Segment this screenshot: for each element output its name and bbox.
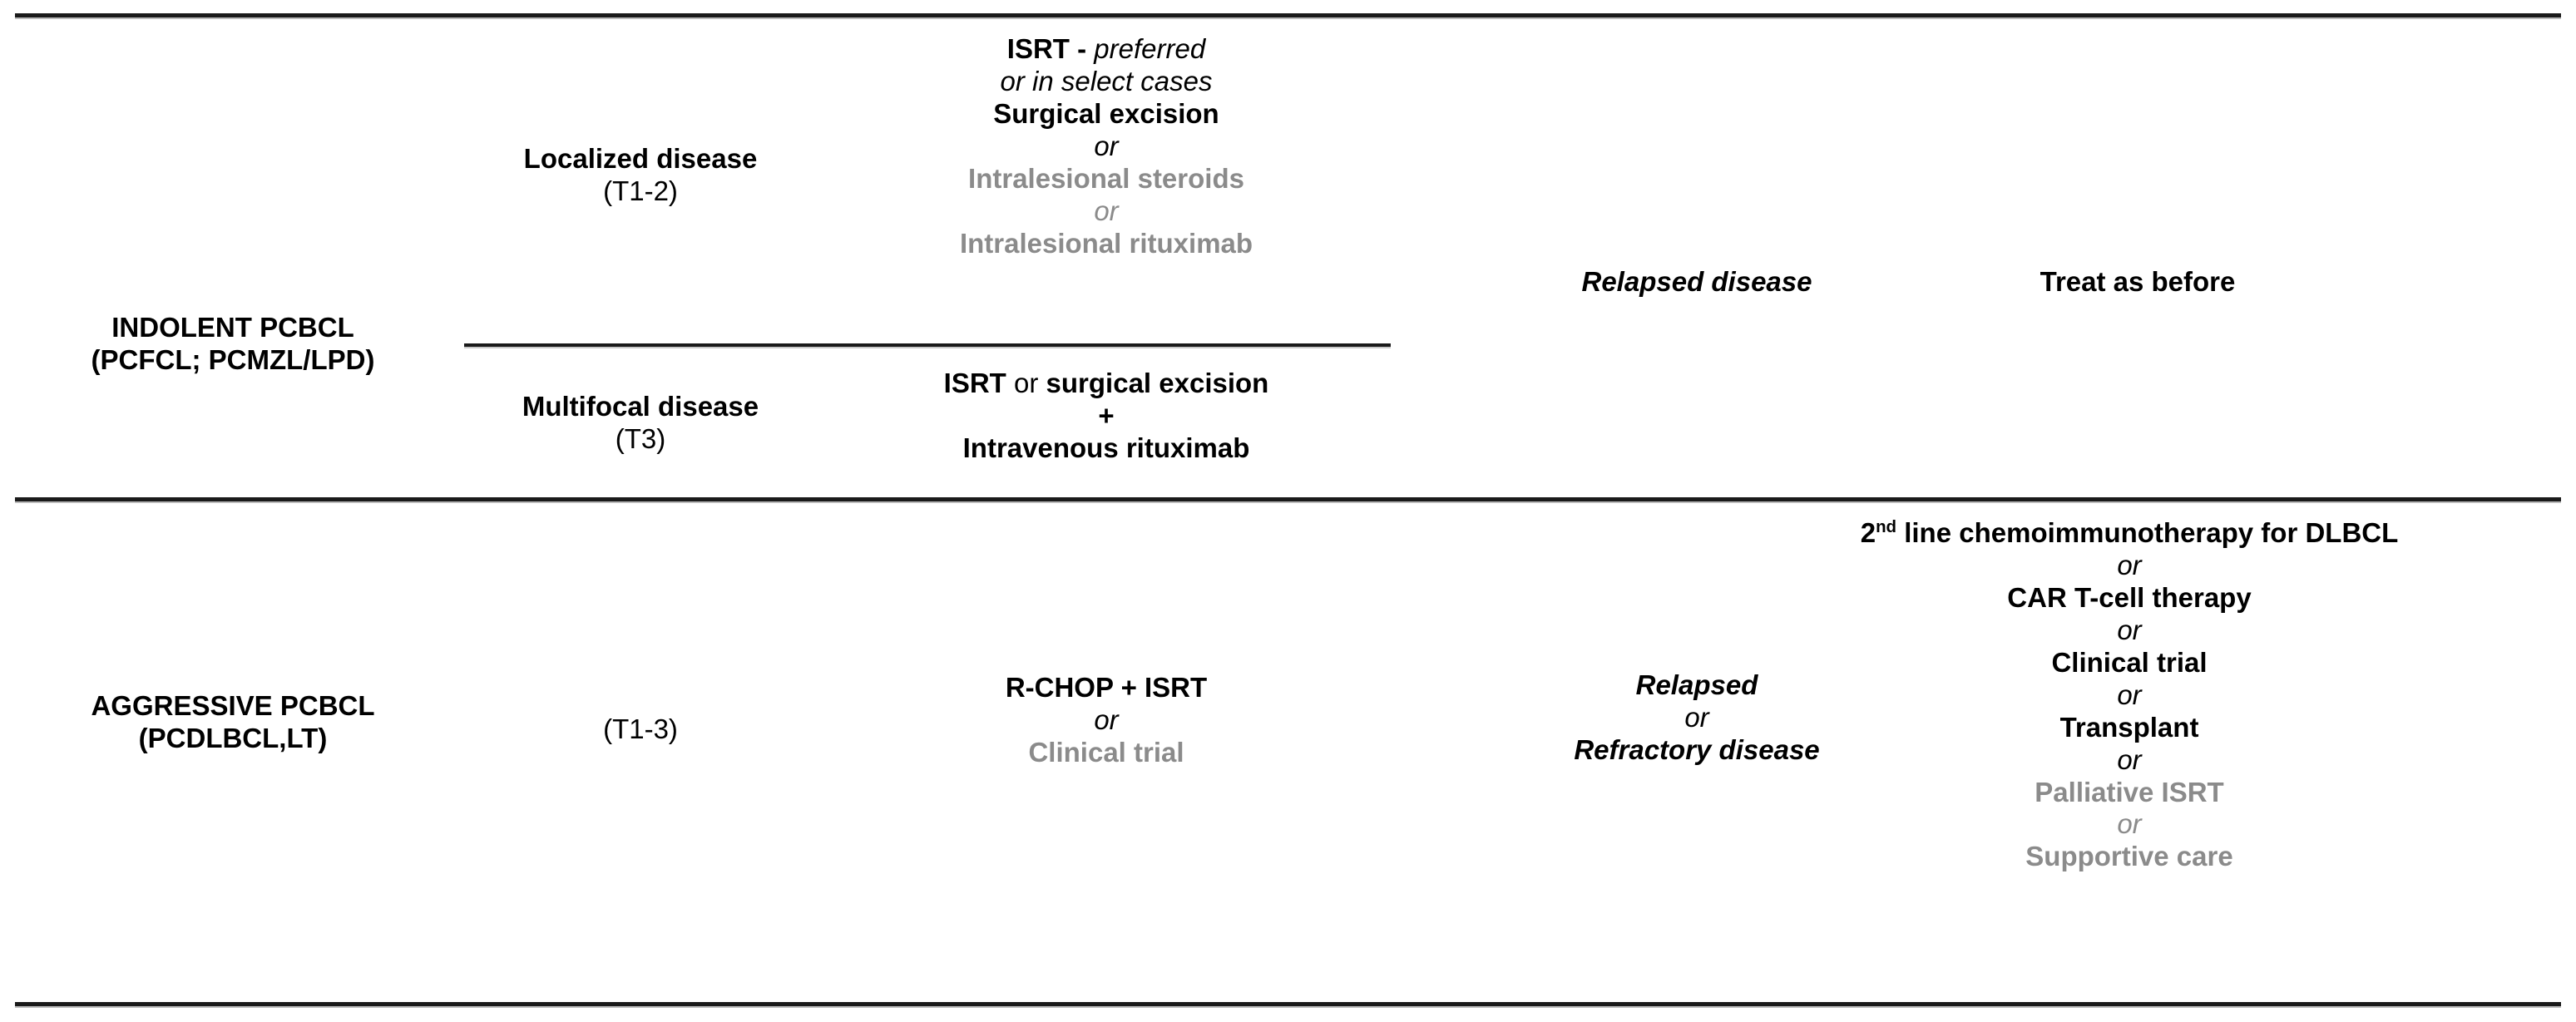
treatment-line-alt: surgical excision <box>1046 368 1269 398</box>
treatment-aggressive: R-CHOP + ISRT or Clinical trial <box>819 672 1393 769</box>
salvage-line-second-line-chemo: 2nd line chemoimmunotherapy for DLBCL <box>1730 517 2529 550</box>
relapse-line: Refractory disease <box>1574 733 1820 765</box>
entity-name: AGGRESSIVE PCBCL <box>91 690 375 721</box>
stage-tnm: (T1-2) <box>603 175 678 206</box>
entity-subtypes: (PCDLBCL,LT) <box>138 722 328 753</box>
entity-label-indolent: INDOLENT PCBCL (PCFCL; PCMZL/LPD) <box>8 312 457 377</box>
table-top-border <box>15 12 2561 17</box>
treatment-line: Intralesional steroids <box>968 162 1244 194</box>
salvage-connector-or: or <box>2117 614 2142 645</box>
treatment-localized-indolent: ISRT - preferred or in select cases Surg… <box>819 33 1393 260</box>
treatment-line-main: ISRT <box>943 368 1006 398</box>
salvage-line: Palliative ISRT <box>2035 776 2224 807</box>
treatment-line: R-CHOP + ISRT <box>1005 672 1208 703</box>
treatment-connector-or: or <box>1094 130 1119 161</box>
treatment-line-main: ISRT - <box>1006 33 1087 64</box>
stage-aggressive: (T1-3) <box>466 713 815 746</box>
relapse-status-indolent: Relapsed disease <box>1406 266 1988 299</box>
salvage-connector-or: or <box>2117 549 2142 580</box>
indolent-subrow-divider <box>464 343 1391 347</box>
entity-label-aggressive: AGGRESSIVE PCBCL (PCDLBCL,LT) <box>8 690 457 755</box>
treatment-connector-or: or <box>1094 704 1119 735</box>
stage-tnm: (T3) <box>615 422 666 454</box>
treatment-connector-plus: + <box>1098 399 1115 431</box>
stage-label: Localized disease <box>523 143 758 174</box>
treatment-line: ISRT - preferred <box>819 33 1393 66</box>
treatment-line: Clinical trial <box>1028 736 1184 768</box>
salvage-connector-or: or <box>2117 743 2142 775</box>
treatment-line: ISRT or surgical excision <box>819 368 1393 400</box>
salvage-line: Transplant <box>2059 711 2199 743</box>
treatment-line-qualifier: preferred <box>1094 33 1206 64</box>
salvage-line: CAR T-cell therapy <box>2007 581 2252 613</box>
relapse-status-aggressive: Relapsed or Refractory disease <box>1406 669 1988 767</box>
salvage-line-ordinal-suffix: nd <box>1876 517 1897 536</box>
stage-tnm: (T1-3) <box>603 713 678 744</box>
salvage-line: Treat as before <box>2040 266 2236 297</box>
table-bottom-border <box>15 1000 2561 1006</box>
salvage-line-rest: line chemoimmunotherapy for DLBCL <box>1896 517 2399 548</box>
salvage-connector-or: or <box>2117 808 2142 840</box>
salvage-line: Clinical trial <box>2051 646 2208 678</box>
relapse-connector-or: or <box>1684 701 1709 733</box>
treatment-connector-or: or <box>1014 368 1039 398</box>
stage-localized: Localized disease (T1-2) <box>466 143 815 208</box>
salvage-line: Supportive care <box>2025 841 2233 872</box>
table-row-separator <box>15 496 2561 501</box>
salvage-line-ordinal-base: 2 <box>1860 517 1876 548</box>
treatment-multifocal-indolent: ISRT or surgical excision + Intravenous … <box>819 368 1393 465</box>
treatment-line: Intralesional rituximab <box>959 227 1253 259</box>
treatment-line: Surgical excision <box>993 97 1219 129</box>
relapse-line: Relapsed disease <box>1581 266 1812 297</box>
salvage-treatment-aggressive: 2nd line chemoimmunotherapy for DLBCL or… <box>1730 517 2529 873</box>
treatment-line: Intravenous rituximab <box>962 432 1250 463</box>
relapse-line: Relapsed <box>1635 669 1758 700</box>
salvage-treatment-indolent: Treat as before <box>1863 266 2412 299</box>
entity-name: INDOLENT PCBCL <box>111 312 354 343</box>
entity-subtypes: (PCFCL; PCMZL/LPD) <box>91 343 375 375</box>
stage-label: Multifocal disease <box>522 391 759 422</box>
treatment-connector-or: or <box>1094 195 1119 226</box>
salvage-connector-or: or <box>2117 679 2142 710</box>
treatment-line: or in select cases <box>1000 65 1213 96</box>
stage-multifocal: Multifocal disease (T3) <box>466 391 815 456</box>
